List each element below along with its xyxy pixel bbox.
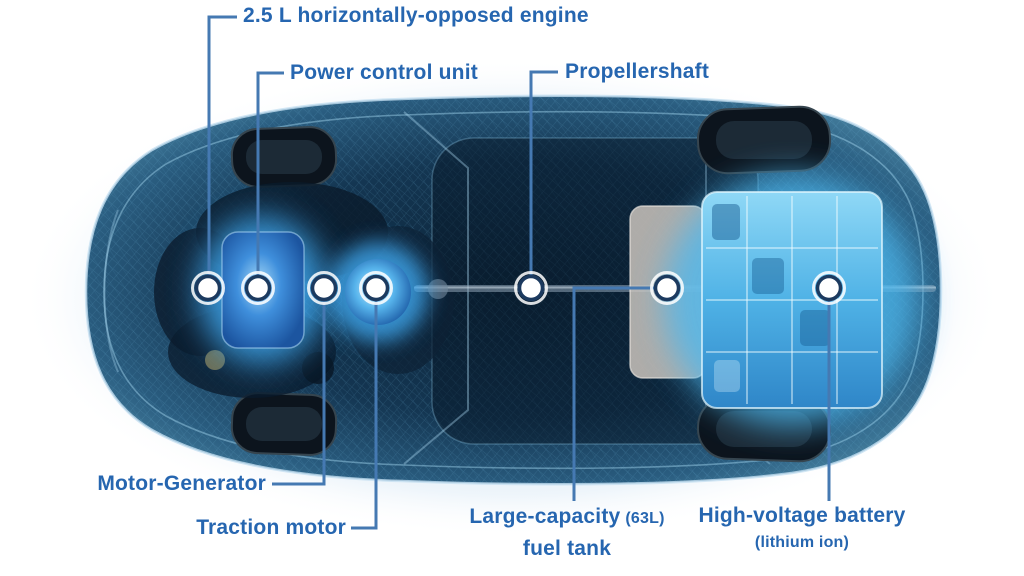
marker-fuel-tank xyxy=(650,271,684,305)
marker-motor-generator xyxy=(307,271,341,305)
leader-line-fuel-tank xyxy=(572,286,655,501)
point-markers xyxy=(191,271,846,305)
leader-line-engine xyxy=(207,15,237,276)
label-battery: High-voltage battery (lithium ion) xyxy=(676,503,928,553)
marker-battery xyxy=(812,271,846,305)
leader-lines xyxy=(207,15,831,530)
label-fuel-tank: Large-capacity(63L) fuel tank xyxy=(441,504,693,561)
label-traction-motor: Traction motor xyxy=(196,516,346,539)
label-engine: 2.5 L horizontally-opposed engine xyxy=(243,4,589,27)
leader-line-power-control-unit xyxy=(256,71,284,276)
marker-power-control-unit xyxy=(241,271,275,305)
marker-traction-motor xyxy=(359,271,393,305)
label-fuel-tank-size: (63L) xyxy=(625,510,665,527)
label-fuel-tank-line2: fuel tank xyxy=(522,537,612,560)
label-battery-line1: High-voltage battery xyxy=(698,504,906,527)
label-power-control-unit: Power control unit xyxy=(290,61,478,84)
label-fuel-tank-line1: Large-capacity(63L) xyxy=(469,505,665,528)
label-battery-sub: (lithium ion) xyxy=(754,534,850,551)
battery-pack xyxy=(664,174,920,426)
marker-engine xyxy=(191,271,225,305)
leader-line-traction-motor xyxy=(351,300,378,530)
marker-propellershaft xyxy=(514,271,548,305)
label-propellershaft: Propellershaft xyxy=(565,60,710,83)
leader-line-motor-generator xyxy=(272,300,326,486)
label-motor-generator: Motor-Generator xyxy=(97,472,266,495)
leader-line-propellershaft xyxy=(529,70,558,276)
